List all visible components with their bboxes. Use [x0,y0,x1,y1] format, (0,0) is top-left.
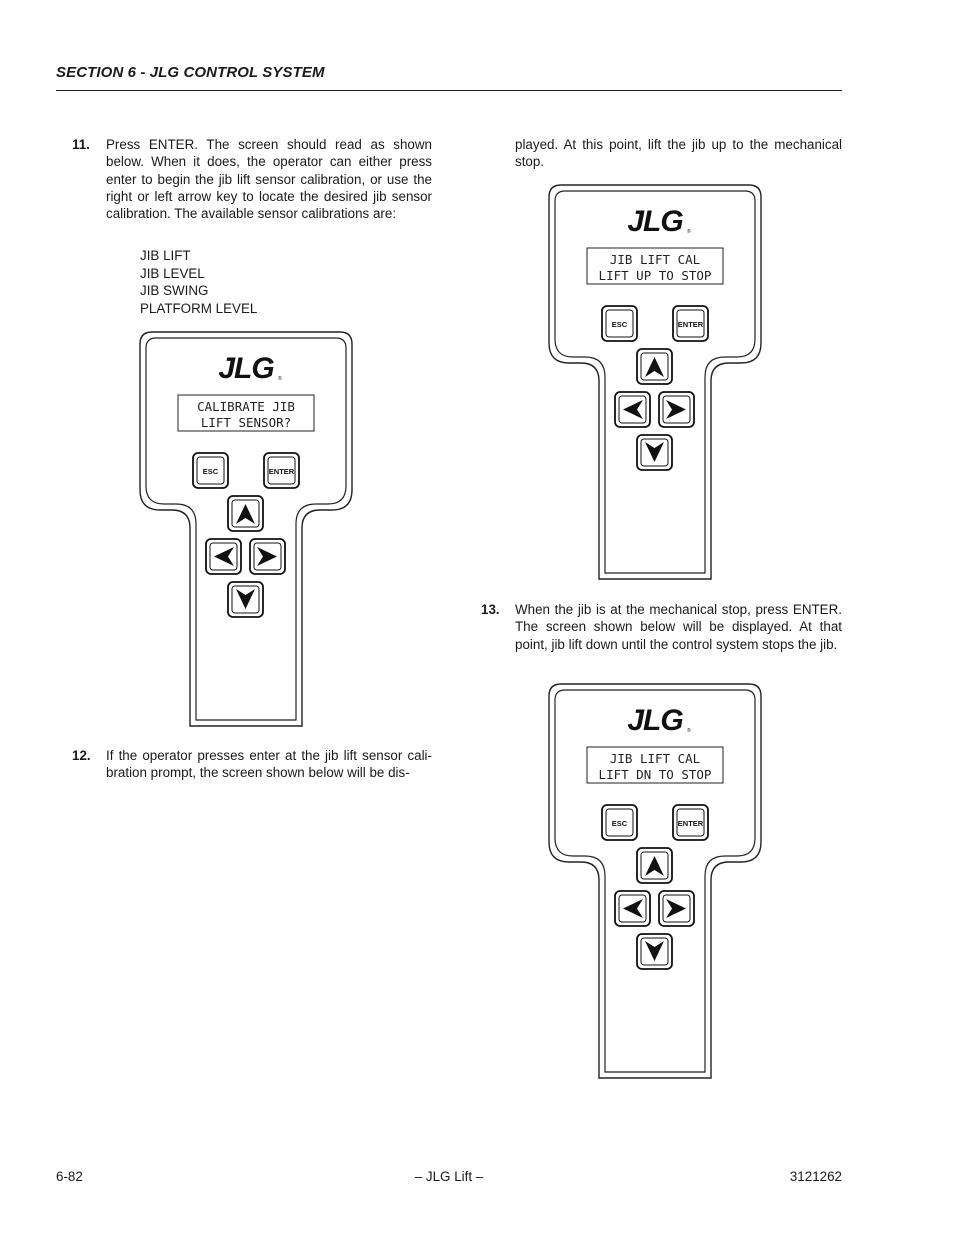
document-number: 3121262 [789,1169,842,1184]
right-arrow-icon [666,400,686,419]
up-arrow-icon [645,856,664,876]
step-text: Press ENTER. The screen should read as s… [106,137,432,222]
right-arrow-button[interactable] [658,391,695,428]
step-text: If the operator presses enter at the jib… [106,748,432,781]
right-arrow-button[interactable] [249,538,286,575]
section-header: SECTION 6 - JLG CONTROL SYSTEM [56,64,842,91]
left-arrow-button[interactable] [614,391,651,428]
esc-button[interactable]: ESC [192,452,229,489]
jlg-logo: JLG ® [627,205,691,238]
down-arrow-icon [236,589,255,609]
lcd-line-1: JIB LIFT CAL [610,252,700,267]
hand-held-analyzer-1: JLG ® CALIBRATE JIB LIFT SENSOR? ESC ENT… [138,330,354,728]
svg-text:JLG: JLG [218,352,274,385]
svg-text:ESC: ESC [203,467,219,476]
up-arrow-icon [236,504,255,524]
up-arrow-button[interactable] [227,495,264,532]
lcd-line-2: LIFT SENSOR? [201,415,291,430]
list-item: PLATFORM LEVEL [140,300,258,316]
jlg-logo: JLG ® [627,704,691,737]
enter-button[interactable]: ENTER [263,452,300,489]
svg-text:ESC: ESC [612,819,628,828]
lcd-line-2: LIFT DN TO STOP [599,767,712,782]
enter-button[interactable]: ENTER [672,804,709,841]
up-arrow-button[interactable] [636,847,673,884]
page-number: 6-82 [56,1169,83,1184]
hand-held-analyzer-3: JLG ® JIB LIFT CAL LIFT DN TO STOP ESC E… [547,682,763,1080]
sensor-calibration-list: JIB LIFT JIB LEVEL JIB SWING PLATFORM LE… [140,247,257,317]
down-arrow-icon [645,442,664,462]
down-arrow-button[interactable] [636,933,673,970]
svg-text:JLG: JLG [627,704,683,737]
step-number: 12. [72,748,91,763]
list-item: JIB LEVEL [140,265,205,281]
svg-text:ESC: ESC [612,320,628,329]
down-arrow-button[interactable] [227,581,264,618]
jlg-logo: JLG ® [218,352,282,385]
svg-text:JLG: JLG [627,205,683,238]
left-arrow-button[interactable] [205,538,242,575]
down-arrow-icon [645,941,664,961]
svg-text:ENTER: ENTER [678,819,704,828]
down-arrow-button[interactable] [636,434,673,471]
footer-title: – JLG Lift – [414,1169,484,1184]
left-arrow-button[interactable] [614,890,651,927]
section-title: SECTION 6 - JLG CONTROL SYSTEM [56,64,325,81]
up-arrow-button[interactable] [636,348,673,385]
hand-held-analyzer-2: JLG ® JIB LIFT CAL LIFT UP TO STOP ESC E… [547,183,763,581]
step-number: 11. [72,137,90,152]
step-text: When the jib is at the mechanical stop, … [515,602,842,652]
svg-text:®: ® [687,228,691,235]
lcd-display [586,247,724,285]
left-arrow-icon [214,547,234,566]
step-12-continuation: played. At this point, lift the jib up t… [515,137,842,170]
lcd-display [586,746,724,784]
left-arrow-icon [623,899,643,918]
svg-text:ENTER: ENTER [678,320,704,329]
lcd-line-1: JIB LIFT CAL [610,751,700,766]
list-item: JIB LIFT [140,248,191,263]
right-arrow-icon [666,899,686,918]
enter-button[interactable]: ENTER [672,305,709,342]
lcd-line-2: LIFT UP TO STOP [599,268,712,283]
up-arrow-icon [645,357,664,377]
left-arrow-icon [623,400,643,419]
esc-button[interactable]: ESC [601,305,638,342]
right-arrow-icon [257,547,277,566]
svg-text:®: ® [687,727,691,734]
lcd-display [177,394,315,432]
right-arrow-button[interactable] [658,890,695,927]
step-number: 13. [481,602,500,617]
list-item: JIB SWING [140,283,209,298]
esc-button[interactable]: ESC [601,804,638,841]
svg-text:ENTER: ENTER [269,467,295,476]
lcd-line-1: CALIBRATE JIB [197,399,295,414]
svg-text:®: ® [278,375,282,382]
